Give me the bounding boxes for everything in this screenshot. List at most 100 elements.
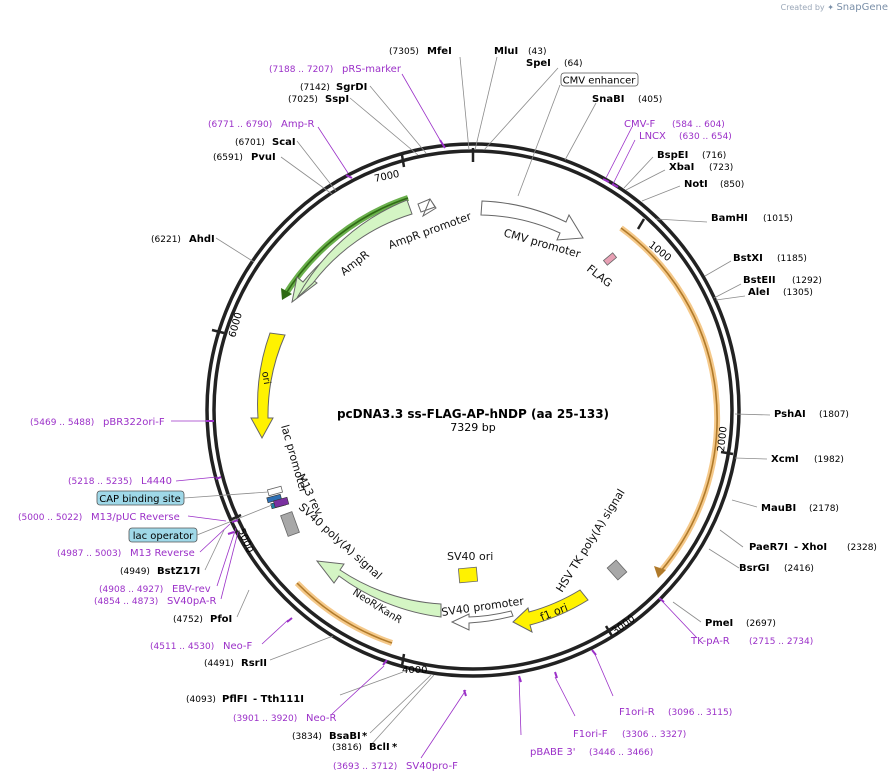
cmv-promoter-arrow[interactable] — [480, 200, 584, 241]
sv40-polya-feature[interactable] — [280, 511, 300, 537]
primer-ebv-rev-range: (4908 .. 4927) — [99, 585, 163, 595]
site-pfoi[interactable]: (4752) PfoI — [173, 614, 232, 625]
branding-name: SnapGene — [836, 2, 888, 13]
lac-promoter-feature[interactable] — [266, 485, 284, 497]
site-bspei[interactable]: BspEI (716) — [657, 150, 726, 161]
primer-l4440[interactable]: (5218 .. 5235) L4440 — [68, 476, 172, 487]
primer-f1ori-f[interactable]: F1ori-F (3306 .. 3327) — [573, 729, 686, 740]
primer-neo-r[interactable]: (3901 .. 3920) Neo-R — [233, 713, 337, 724]
neo-highlight-arc-inner — [296, 582, 393, 644]
site-pflfi-pos: (4093) — [186, 695, 216, 705]
site-noti-pos: (850) — [720, 180, 744, 190]
hsv-tk-polya-feature[interactable] — [606, 559, 628, 581]
site-pflfi-name: PflFI — [222, 694, 247, 705]
site-xbai[interactable]: XbaI (723) — [669, 162, 733, 173]
plasmid-length: 7329 bp — [450, 421, 495, 434]
site-maubi[interactable]: MauBI (2178) — [761, 503, 839, 514]
site-sspi[interactable]: (7025) SspI — [288, 94, 349, 105]
site-pvui-name: PvuI — [251, 152, 276, 163]
site-mfei[interactable]: (7305) MfeI — [389, 46, 452, 57]
site-bsrgi[interactable]: BsrGI (2416) — [739, 563, 814, 574]
sv40-ori-feature[interactable] — [457, 566, 479, 584]
site-pshai[interactable]: PshAI (1807) — [774, 409, 849, 420]
site-bstxi[interactable]: BstXI (1185) — [733, 253, 807, 264]
site-pvui[interactable]: (6591) PvuI — [213, 152, 276, 163]
ampr-label: AmpR — [338, 248, 372, 279]
orf-highlight-arc[interactable] — [619, 225, 721, 574]
site-bsabi-name: BsaBI — [329, 731, 361, 742]
primer-amp-r-range: (6771 .. 6790) — [208, 120, 272, 130]
primer-amp-r[interactable]: (6771 .. 6790) Amp-R — [208, 119, 315, 130]
site-bstxi-pos: (1185) — [777, 254, 807, 264]
primer-pbabe-3[interactable]: pBABE 3' (3446 .. 3466) — [530, 747, 653, 758]
site-bsrgi-name: BsrGI — [739, 563, 769, 574]
site-pmei[interactable]: PmeI (2697) — [705, 618, 776, 629]
primer-f1ori-r[interactable]: F1ori-R (3096 .. 3115) — [619, 707, 732, 718]
ori-arrow[interactable] — [250, 332, 286, 440]
primer-sv40pro-f[interactable]: (3693 .. 3712) SV40pro-F — [333, 761, 458, 772]
site-bstz17i[interactable]: (4949) BstZ17I — [120, 566, 200, 577]
site-sspi-pos: (7025) — [288, 95, 318, 105]
site-ahdi[interactable]: (6221) AhdI — [151, 234, 215, 245]
site-rsrii-name: RsrII — [241, 658, 267, 669]
site-rsrii[interactable]: (4491) RsrII — [204, 658, 267, 669]
site-pflfi[interactable]: (4093) PflFI - Tth111I — [186, 694, 304, 705]
primer-markers — [206, 139, 665, 697]
site-bamhi[interactable]: BamHI (1015) — [711, 213, 793, 224]
m13-rev-feature[interactable] — [273, 496, 290, 509]
site-bstz17i-name: BstZ17I — [157, 566, 200, 577]
f1-ori-arrow[interactable] — [512, 589, 589, 633]
orf-arrowhead — [654, 566, 666, 578]
ampr-body — [296, 199, 413, 299]
site-noti[interactable]: NotI (850) — [684, 179, 744, 190]
site-snabi-pos: (405) — [638, 95, 662, 105]
lac-operator-box[interactable]: lac operator — [128, 527, 198, 543]
primer-ebv-rev[interactable]: (4908 .. 4927) EBV-rev — [99, 584, 211, 595]
site-bcli[interactable]: (3816) BclI * — [332, 742, 398, 753]
site-scai-name: ScaI — [272, 137, 296, 148]
site-bsteii[interactable]: BstEII (1292) — [743, 275, 822, 286]
site-xcmi[interactable]: XcmI (1982) — [771, 454, 844, 465]
site-scai[interactable]: (6701) ScaI — [235, 137, 296, 148]
site-sgrdi[interactable]: (7142) SgrDI — [300, 82, 367, 93]
sv40-promoter-arrow[interactable] — [450, 610, 514, 631]
cmv-enhancer-label: CMV enhancer — [563, 76, 637, 87]
primer-lncx[interactable]: LNCX (630 .. 654) — [639, 131, 732, 142]
primer-prs-marker-name: pRS-marker — [342, 64, 402, 75]
site-bsabi[interactable]: (3834) BsaBI * — [292, 731, 368, 742]
site-mfei-pos: (7305) — [389, 47, 419, 57]
primer-neo-r-name: Neo-R — [306, 713, 337, 724]
cap-binding-site-box[interactable]: CAP binding site — [96, 490, 185, 506]
site-bstz17i-pos: (4949) — [120, 567, 150, 577]
f1-ori-label: f1 ori — [538, 601, 569, 624]
primer-f1ori-f-name: F1ori-F — [573, 729, 608, 740]
site-noti-name: NotI — [684, 179, 708, 190]
flag-feature[interactable] — [602, 252, 618, 266]
site-spei-pos: (64) — [564, 59, 582, 69]
cmv-enhancer-leader — [517, 84, 561, 197]
primer-neo-f[interactable]: (4511 .. 4530) Neo-F — [150, 641, 253, 652]
site-bamhi-pos: (1015) — [763, 214, 793, 224]
site-ahdi-pos: (6221) — [151, 235, 181, 245]
primer-m13-puc-reverse[interactable]: (5000 .. 5022) M13/pUC Reverse — [18, 512, 180, 523]
primer-cmv-f[interactable]: CMV-F (584 .. 604) — [624, 119, 725, 130]
primer-tk-pa-r[interactable]: TK-pA-R (2715 .. 2734) — [690, 636, 813, 647]
site-paer7i[interactable]: PaeR7I - XhoI (2328) — [749, 542, 877, 553]
site-xbai-name: XbaI — [669, 162, 694, 173]
cmv-enhancer-box[interactable]: CMV enhancer — [560, 72, 639, 87]
neor-kanr-arrow[interactable] — [315, 560, 442, 618]
tick-label-3000: 3000 — [610, 614, 637, 638]
primer-m13-reverse[interactable]: (4987 .. 5003) M13 Reverse — [57, 548, 195, 559]
site-snabi[interactable]: SnaBI (405) — [592, 94, 662, 105]
site-spei[interactable]: SpeI (64) — [526, 58, 582, 69]
site-pmei-pos: (2697) — [746, 619, 776, 629]
cap-binding-site-label: CAP binding site — [99, 494, 181, 505]
ampr-promoter-arrow[interactable] — [417, 197, 437, 218]
primer-pbr322ori-f[interactable]: (5469 .. 5488) pBR322ori-F — [30, 417, 165, 428]
site-mlui[interactable]: MluI (43) — [494, 46, 546, 57]
site-alei[interactable]: AleI (1305) — [748, 287, 813, 298]
primer-sv40pa-r[interactable]: (4854 .. 4873) SV40pA-R — [94, 596, 216, 607]
primer-prs-marker[interactable]: (7188 .. 7207) pRS-marker — [269, 64, 402, 75]
site-xbai-pos: (723) — [709, 163, 733, 173]
site-bcli-pos: (3816) — [332, 743, 362, 753]
